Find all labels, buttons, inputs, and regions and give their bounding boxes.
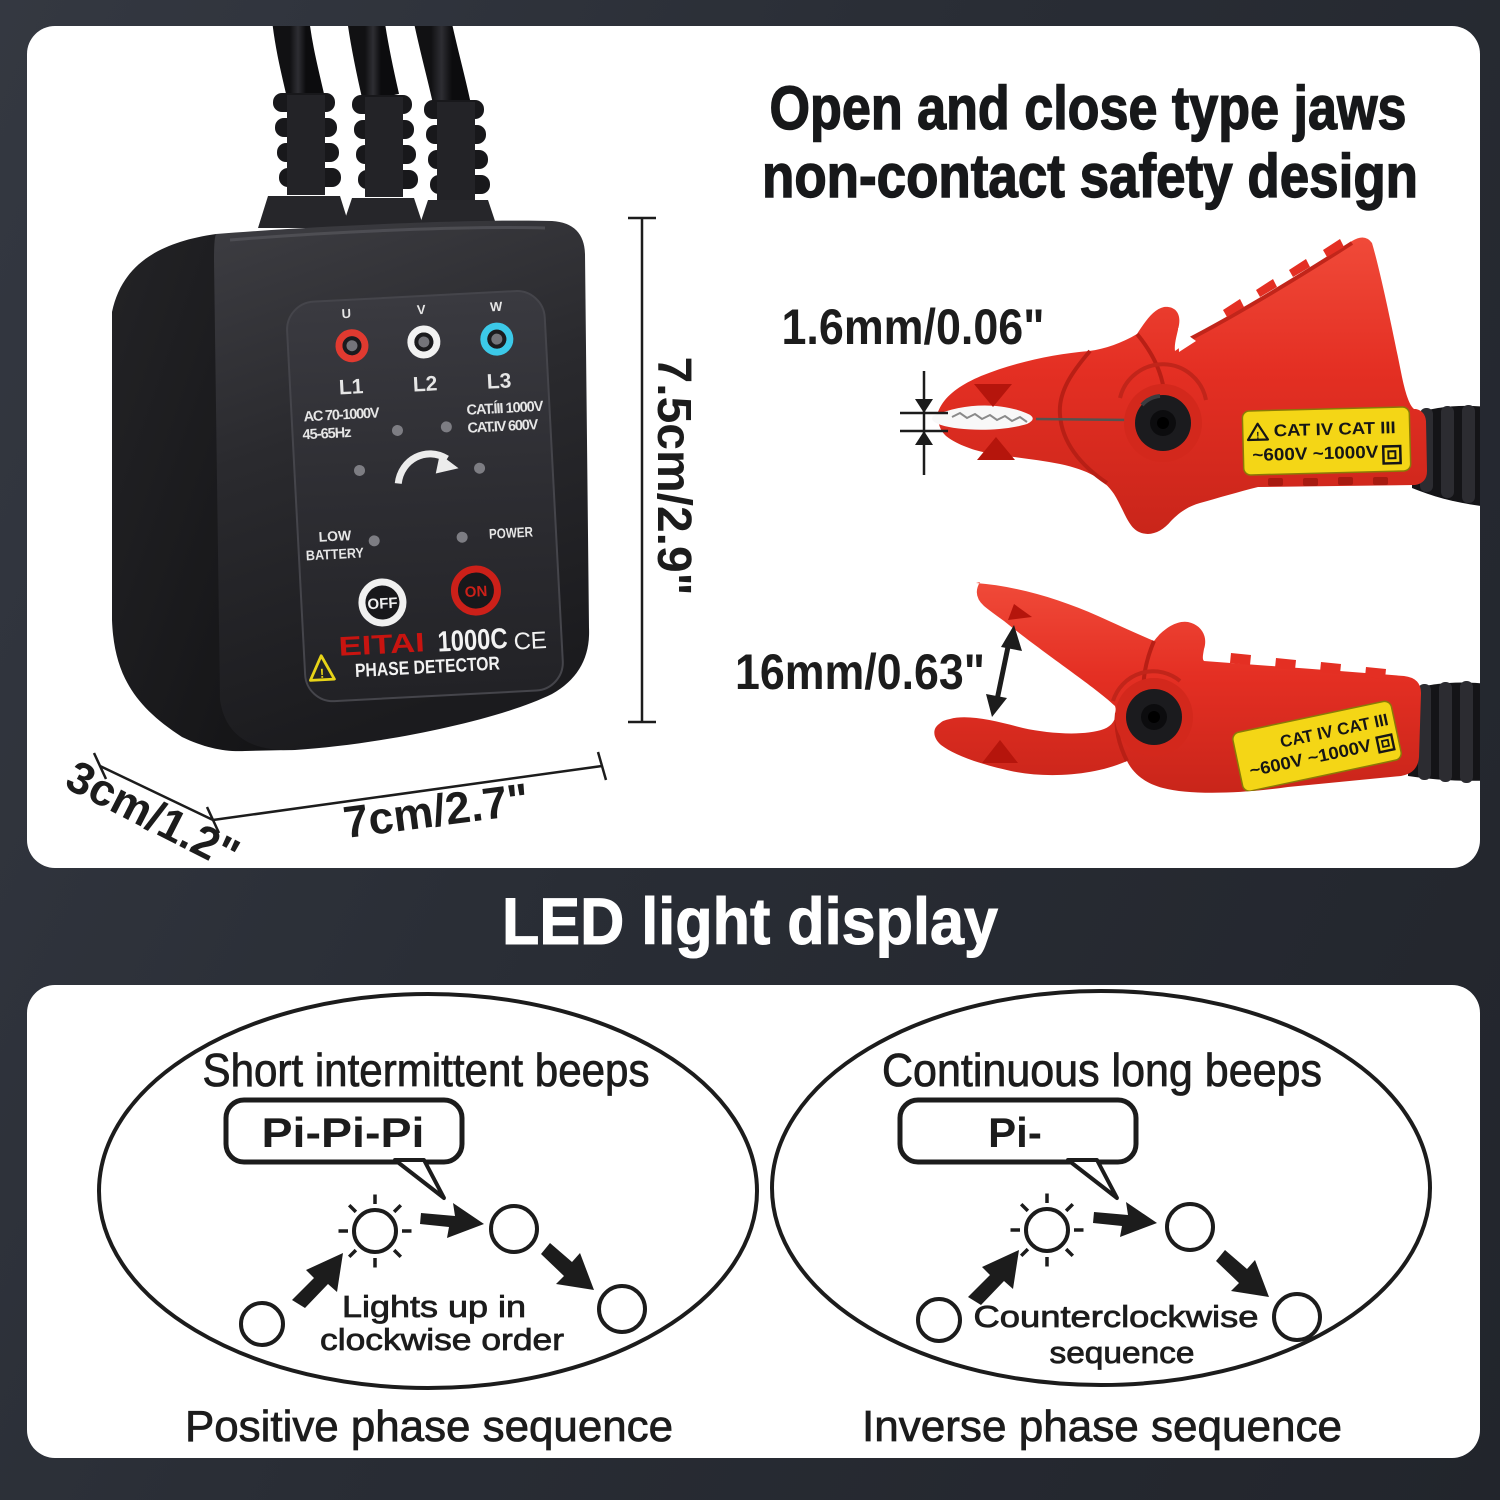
svg-text:L2: L2 [412,372,438,396]
svg-text:Continuous long beeps: Continuous long beeps [882,1044,1322,1096]
svg-text:1.6mm/0.06": 1.6mm/0.06" [782,299,1045,355]
svg-text:ON: ON [464,583,487,601]
svg-text:clockwise order: clockwise order [320,1322,564,1357]
svg-text:!: ! [320,666,325,681]
svg-text:16mm/0.63": 16mm/0.63" [735,644,985,700]
svg-text:Inverse phase sequence: Inverse phase sequence [862,1402,1342,1451]
svg-text:7.5cm/2.9": 7.5cm/2.9" [647,357,700,596]
svg-text:45-65Hz: 45-65Hz [302,425,352,444]
svg-text:1000C: 1000C [437,623,509,659]
svg-text:Counterclockwise: Counterclockwise [974,1299,1259,1334]
svg-text:CE: CE [513,627,547,656]
svg-text:CAT.IV 600V: CAT.IV 600V [467,417,539,437]
svg-text:POWER: POWER [489,524,534,542]
svg-text:CAT IV CAT III: CAT IV CAT III [1273,418,1395,440]
svg-text:Short intermittent beeps: Short intermittent beeps [203,1044,650,1096]
svg-text:CAT.ÍII 1000V: CAT.ÍII 1000V [466,398,544,419]
svg-text:V: V [416,302,426,317]
svg-text:Pi-: Pi- [988,1109,1042,1156]
svg-text:sequence: sequence [1050,1335,1195,1370]
svg-text:BATTERY: BATTERY [305,544,364,563]
svg-text:Lights up in: Lights up in [342,1289,526,1324]
svg-text:W: W [490,299,504,315]
svg-text:LOW: LOW [318,527,352,545]
svg-text:AC 70-1000V: AC 70-1000V [303,405,380,425]
svg-text:Open and close type jaws: Open and close type jaws [770,74,1407,142]
svg-text:U: U [341,306,351,321]
svg-text:3cm/1.2": 3cm/1.2" [58,750,247,880]
svg-text:EITAI: EITAI [338,627,425,661]
svg-text:non-contact safety design: non-contact safety design [762,142,1418,210]
svg-text:L3: L3 [486,369,512,393]
svg-text:L1: L1 [338,375,364,399]
svg-text:7cm/2.7": 7cm/2.7" [340,773,532,848]
svg-text:LED light display: LED light display [502,884,998,958]
svg-text:Pi-Pi-Pi: Pi-Pi-Pi [262,1109,425,1156]
svg-text:!: ! [1256,431,1260,442]
svg-text:OFF: OFF [367,595,398,614]
svg-text:Positive phase sequence: Positive phase sequence [185,1402,673,1451]
svg-text:~600V ~1000V: ~600V ~1000V [1252,442,1379,465]
